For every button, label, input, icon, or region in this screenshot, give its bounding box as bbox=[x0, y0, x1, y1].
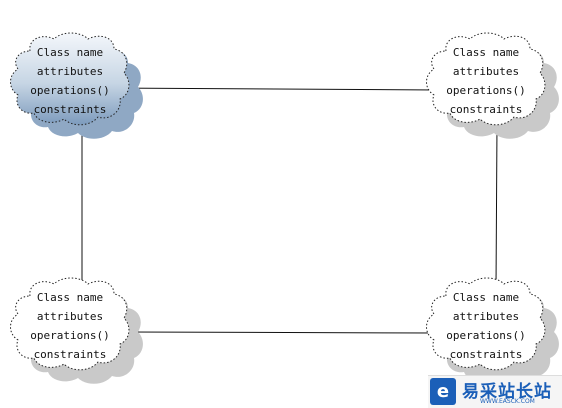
node-constraints: constraints bbox=[449, 103, 523, 116]
node-class-name: Class name bbox=[36, 291, 104, 304]
node-top-right: Class name attributes operations() const… bbox=[426, 33, 546, 123]
node-attributes: attributes bbox=[36, 65, 104, 78]
node-constraints: constraints bbox=[33, 103, 107, 116]
e-logo-icon: e bbox=[430, 378, 456, 405]
connector-bottom-left-to-bottom-right bbox=[113, 331, 438, 334]
node-bottom-left: Class name attributes operations() const… bbox=[10, 278, 130, 368]
watermark-title: 易采站长站 bbox=[462, 382, 552, 402]
node-attributes: attributes bbox=[452, 310, 520, 323]
node-class-name: Class name bbox=[452, 291, 520, 304]
connector-top-right-to-bottom-right bbox=[495, 123, 498, 289]
node-top-left: Class name attributes operations() const… bbox=[10, 33, 130, 123]
node-constraints: constraints bbox=[449, 348, 523, 361]
node-class-name: Class name bbox=[452, 46, 520, 59]
node-class-name: Class name bbox=[36, 46, 104, 59]
node-bottom-right: Class name attributes operations() const… bbox=[426, 278, 546, 368]
node-operations: operations() bbox=[30, 329, 110, 342]
watermark-subtitle: WWW.EASCK.COM bbox=[480, 398, 535, 405]
node-operations: operations() bbox=[446, 329, 526, 342]
node-operations: operations() bbox=[30, 84, 110, 97]
node-constraints: constraints bbox=[33, 348, 107, 361]
watermark: e 易采站长站 WWW.EASCK.COM bbox=[428, 375, 562, 408]
connector-top-left-to-top-right bbox=[113, 87, 438, 91]
node-attributes: attributes bbox=[452, 65, 520, 78]
node-attributes: attributes bbox=[36, 310, 104, 323]
node-operations: operations() bbox=[446, 84, 526, 97]
